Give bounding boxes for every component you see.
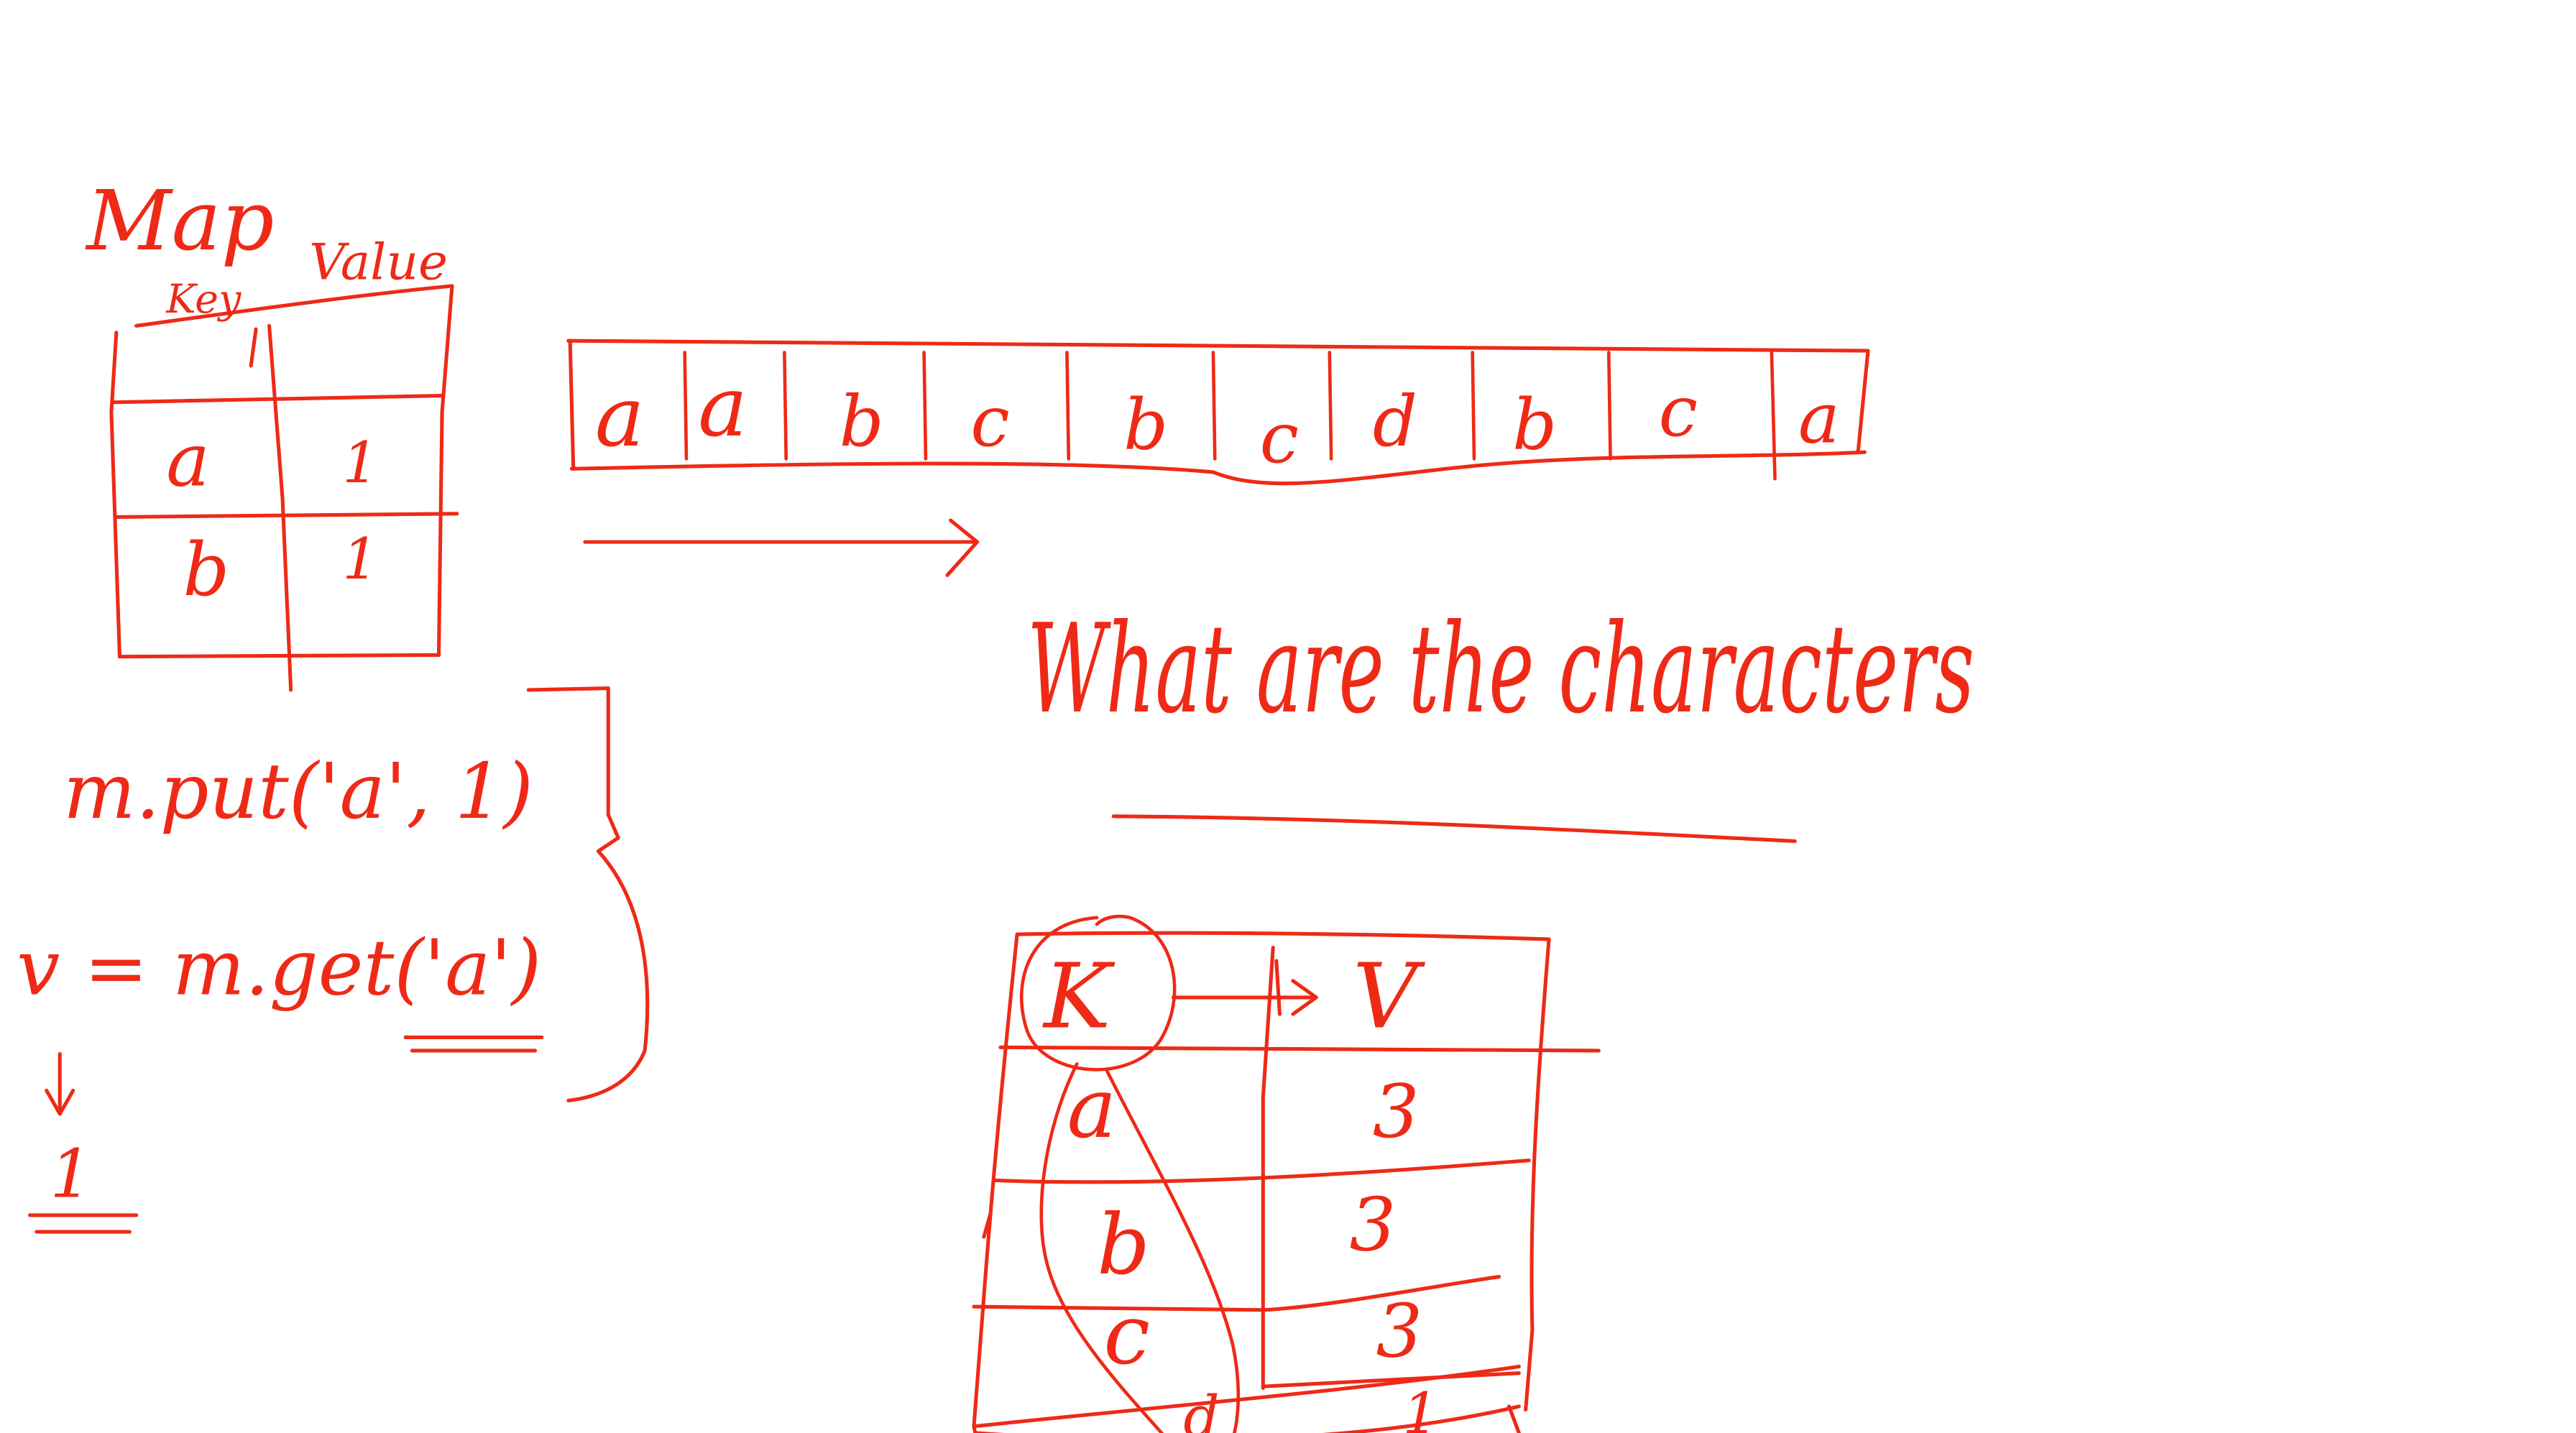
sequence-cell: c	[1260, 397, 1299, 479]
count-key-header: K	[1042, 945, 1116, 1049]
sequence-cell: b	[1512, 384, 1557, 466]
count-value-header: V	[1353, 945, 1425, 1049]
count-row-key: c	[1103, 1287, 1150, 1383]
put-call-line: m.put('a', 1)	[63, 747, 533, 837]
sequence-divider	[1770, 351, 1777, 481]
sequence-cell: b	[1123, 384, 1168, 466]
sequence-cell: a	[595, 369, 645, 466]
map-title: Map	[85, 173, 274, 269]
question-text: What are the characters	[1027, 598, 1974, 741]
map-row-2-value: 1	[342, 526, 378, 592]
sequence-divider	[1065, 351, 1071, 461]
get-call-line: v = m.get('a')	[17, 923, 541, 1013]
map-row-1-key: a	[166, 418, 210, 502]
map-row-1-value: 1	[342, 430, 378, 496]
sequence-cell-dividers	[683, 351, 1777, 481]
count-row-key: d	[1183, 1384, 1219, 1433]
sequence-cell: a	[1798, 377, 1840, 459]
map-row-2-key: b	[183, 527, 229, 612]
map-table-grid	[109, 284, 459, 692]
sequence-cell: a	[698, 359, 748, 456]
sequence-cell: d	[1373, 381, 1417, 462]
map-value-label: Value	[309, 234, 448, 292]
direction-arrow-icon	[583, 518, 980, 577]
sequence-cell: c	[970, 381, 1009, 462]
sequence-divider	[683, 351, 689, 461]
count-row-key: b	[1097, 1197, 1150, 1294]
count-row-value: 3	[1350, 1183, 1397, 1268]
sequence-divider	[1328, 351, 1333, 461]
sequence-divider	[1211, 351, 1217, 461]
sequence-divider	[783, 351, 788, 461]
code-note-marks	[28, 686, 650, 1234]
count-row-value: 3	[1376, 1289, 1423, 1374]
sequence-cell: c	[1659, 371, 1698, 452]
sequence-cell: b	[840, 381, 884, 462]
get-result-value: 1	[50, 1135, 92, 1213]
key-highlight-loop	[1020, 914, 1241, 1433]
sequence-divider	[1471, 351, 1476, 461]
sequence-divider	[922, 351, 928, 461]
count-row-value: 1	[1403, 1381, 1439, 1433]
count-table-rows: a 3 b 3 c 3 d 1	[1067, 1061, 1438, 1433]
sequence-array-outline	[566, 338, 1870, 486]
count-row-key: a	[1067, 1061, 1116, 1157]
sequence-divider	[1606, 351, 1612, 461]
count-row-value: 3	[1373, 1069, 1420, 1154]
count-table-grid	[972, 931, 1601, 1433]
question-underline	[1111, 814, 1797, 844]
